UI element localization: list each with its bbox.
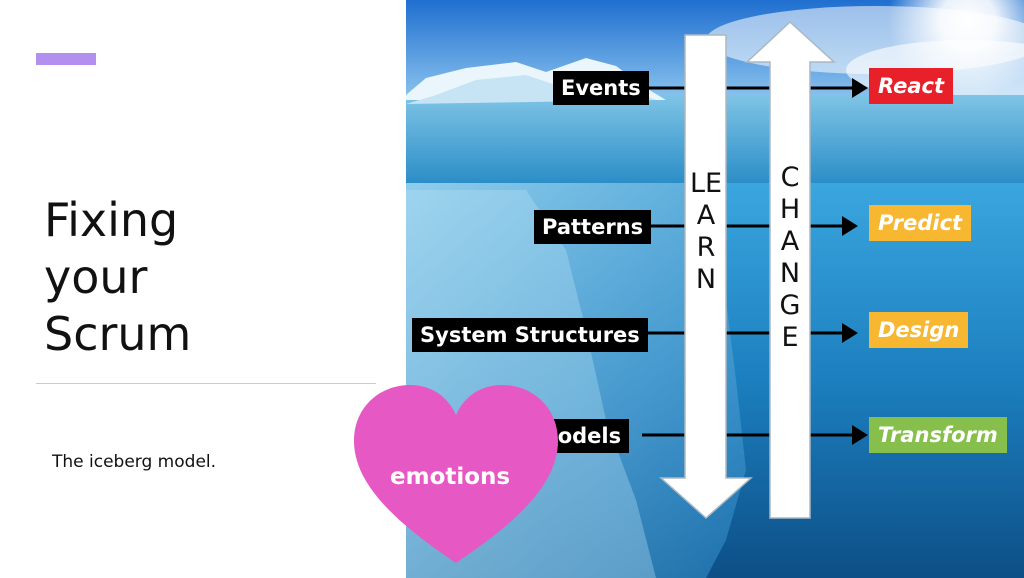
title-divider bbox=[36, 383, 376, 384]
title-line-2: your bbox=[44, 250, 148, 304]
title-line-1: Fixing bbox=[44, 193, 179, 247]
change-arrow-text: CHANGE bbox=[779, 162, 801, 353]
heart-label-emotions: emotions bbox=[390, 464, 511, 490]
level-label-events: Events bbox=[553, 71, 649, 105]
response-react: React bbox=[869, 68, 954, 104]
response-predict: Predict bbox=[869, 205, 972, 241]
slide-subtitle: The iceberg model. bbox=[52, 452, 217, 472]
heart-shape bbox=[354, 385, 558, 563]
level-label-system-structures: System Structures bbox=[412, 318, 648, 352]
accent-bar bbox=[36, 53, 96, 65]
response-transform: Transform bbox=[869, 417, 1007, 453]
learn-arrow-text: LEARN bbox=[689, 168, 723, 295]
change-up-arrow bbox=[745, 20, 836, 519]
learn-down-arrow bbox=[659, 34, 753, 520]
response-design: Design bbox=[869, 312, 969, 348]
slide-title: Fixing your Scrum bbox=[44, 192, 191, 363]
level-label-patterns: Patterns bbox=[534, 210, 652, 244]
title-line-3: Scrum bbox=[44, 307, 192, 361]
